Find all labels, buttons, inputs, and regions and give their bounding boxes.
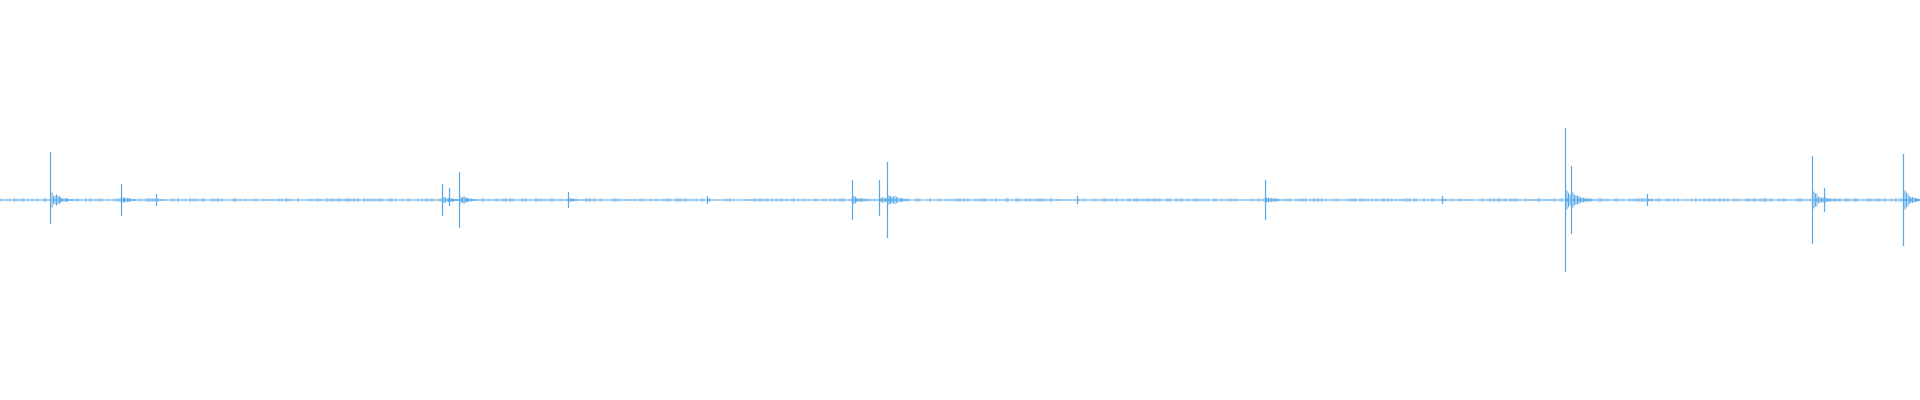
waveform-spike-tail [1904, 190, 1920, 210]
waveform-spike-tail [1825, 197, 1861, 203]
waveform-spike-tail [1078, 199, 1104, 201]
waveform-spike-tail [1572, 194, 1614, 206]
waveform-spike-tail [157, 199, 184, 201]
waveform-spikes [49, 128, 1920, 272]
waveform-spike-tail [888, 195, 932, 205]
waveform-spike-tail [1266, 197, 1304, 203]
waveform-spike-tail [51, 192, 96, 208]
waveform-spike-tail [1648, 198, 1675, 202]
waveform-spike-tail [122, 197, 157, 203]
waveform-spike-tail [1443, 199, 1466, 201]
waveform-spike-tail [569, 198, 598, 202]
